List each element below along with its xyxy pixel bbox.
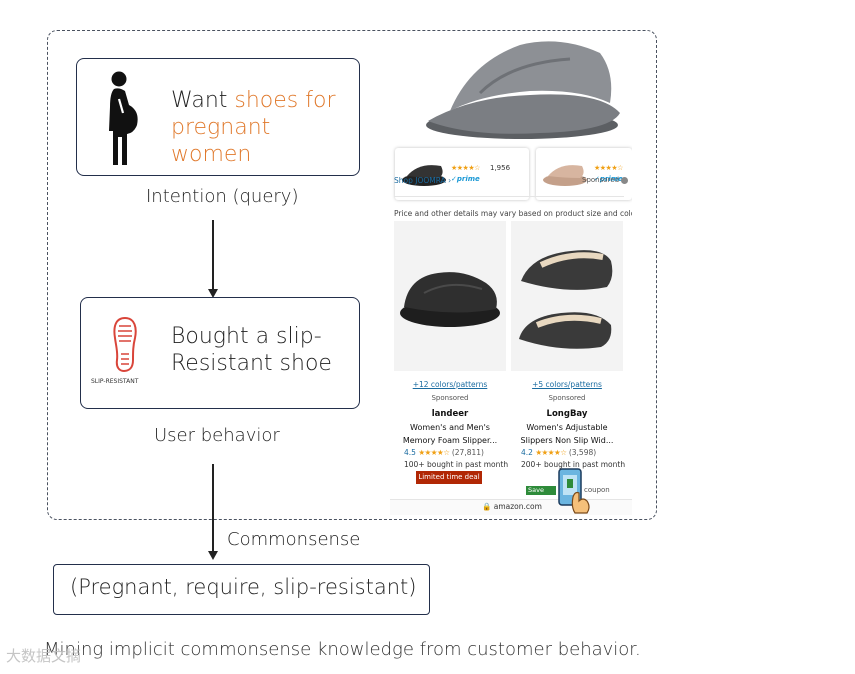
hero-slide-sandal-image <box>426 41 620 139</box>
arrow-2-line <box>212 464 214 552</box>
product-2-bought: 200+ bought in past month <box>521 460 626 469</box>
gray-slipper-image <box>519 250 613 349</box>
thumb1-prime-badge: ✓prime <box>451 175 480 183</box>
product-1-title-line-2[interactable]: Memory Foam Slipper... <box>402 436 498 445</box>
behavior-text: Bought a slip-Resistant shoe <box>171 324 332 376</box>
query-box: Want shoes for pregnant women <box>76 58 360 176</box>
price-note: Price and other details may vary based o… <box>394 209 632 218</box>
slip-resistant-icon-caption: SLIP-RESISTANT <box>91 378 139 385</box>
product-2-title-line-1[interactable]: Women's Adjustable <box>526 423 608 432</box>
thumb-card-tan-slide[interactable]: ★★★★☆ ✓prime <box>536 148 632 200</box>
product-1-title-line-1[interactable]: Women's and Men's <box>410 423 490 432</box>
behavior-box: SLIP-RESISTANT Bought a slip-Resistant s… <box>80 297 360 409</box>
product-1-image[interactable] <box>394 221 506 371</box>
arrow-1-head <box>208 289 218 298</box>
product-1-review-count[interactable]: (27,811) <box>451 448 484 457</box>
product-1-sponsored: Sponsored <box>431 394 469 402</box>
shop-brand-link[interactable]: Shop JOOMRA › <box>394 176 452 185</box>
product-2-review-count[interactable]: (3,598) <box>568 448 597 457</box>
query-text-prefix: Want <box>171 88 235 113</box>
black-slipper-image <box>400 272 500 327</box>
sponsored-top-text: Sponsored <box>582 176 620 184</box>
info-icon[interactable] <box>621 176 629 184</box>
query-text: Want shoes for pregnant women <box>171 87 356 168</box>
product-2-info: +5 colors/patterns Sponsored LongBay Wom… <box>511 379 626 471</box>
product-1-bought: 100+ bought in past month <box>404 460 509 469</box>
product-1-stars: ★★★★☆ <box>418 448 450 457</box>
product-1-colors-link[interactable]: +12 colors/patterns <box>412 380 488 389</box>
sponsored-top-label: Sponsored <box>582 176 629 184</box>
commonsense-label: Commonsense <box>227 529 361 550</box>
coupon-text: coupon <box>584 486 610 494</box>
save-badge: Save <box>526 486 556 495</box>
commonsense-triple-box: (Pregnant, require, slip-resistant) <box>53 564 430 615</box>
intention-label: Intention (query) <box>146 186 299 207</box>
product-2-colors-link[interactable]: +5 colors/patterns <box>532 380 602 389</box>
product-1-brand[interactable]: landeer <box>431 409 469 419</box>
arrow-1-line <box>212 220 214 290</box>
thumb-card-black-slide[interactable]: ★★★★☆ 1,956 ✓prime <box>395 148 529 200</box>
product-2-stars: ★★★★☆ <box>535 448 567 457</box>
shoe-sole-icon <box>113 316 137 372</box>
behavior-label: User behavior <box>154 425 280 446</box>
product-2-image[interactable] <box>511 221 623 371</box>
limited-deal-badge: Limited time deal <box>416 471 482 484</box>
product-1-info: +12 colors/patterns Sponsored landeer Wo… <box>394 379 509 471</box>
figure-caption: Mining implicit commonsense knowledge fr… <box>44 639 641 660</box>
product-2-sponsored: Sponsored <box>548 394 586 402</box>
thumb2-prime-badge: ✓prime <box>594 175 623 183</box>
watermark: 大数据文摘 <box>6 647 82 665</box>
product-1-rating-value: 4.5 <box>404 448 416 457</box>
product-2-brand[interactable]: LongBay <box>546 409 588 419</box>
tan-slide-thumbnail <box>543 165 587 186</box>
commonsense-triple: (Pregnant, require, slip-resistant) <box>70 575 417 599</box>
product-1-rating: 4.5 ★★★★☆ (27,811) <box>394 447 506 459</box>
thumb1-stars: ★★★★☆ <box>451 164 480 172</box>
pregnant-woman-icon <box>109 71 138 165</box>
thumb1-count: 1,956 <box>490 164 511 172</box>
thumb2-stars: ★★★★☆ <box>594 164 623 172</box>
product-2-rating: 4.2 ★★★★☆ (3,598) <box>511 447 623 459</box>
product-2-rating-value: 4.2 <box>521 448 533 457</box>
arrow-2-head <box>208 551 218 560</box>
amazon-results-panel: ★★★★☆ 1,956 ✓prime ★★★★☆ ✓prime Shop JOO… <box>390 33 632 515</box>
dashed-group-frame <box>47 30 657 520</box>
phone-tap-icon <box>558 468 590 514</box>
divider <box>394 196 624 197</box>
domain-label: 🔒 amazon.com <box>482 502 542 511</box>
product-2-title-line-2[interactable]: Slippers Non Slip Wid... <box>520 436 614 445</box>
black-slide-thumbnail <box>402 165 446 186</box>
query-text-highlight: shoes for pregnant women <box>171 88 336 167</box>
